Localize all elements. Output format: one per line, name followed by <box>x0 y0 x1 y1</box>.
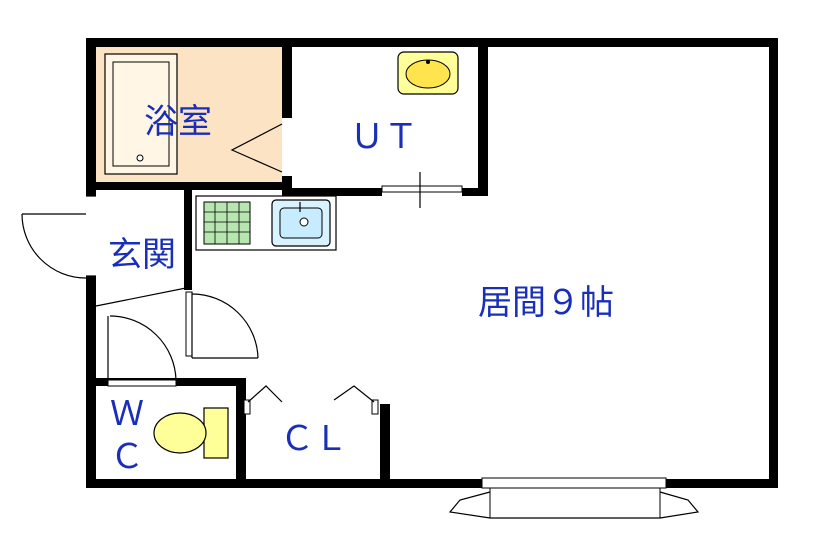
room-label-closet: ＣＬ <box>280 419 348 459</box>
bath-door-swing <box>230 123 283 173</box>
ut-sliding-door <box>381 172 463 208</box>
room-label-living: 居間９帖 <box>478 283 614 323</box>
room-label-toilet-w: Ｗ <box>110 394 144 434</box>
bottom-window <box>448 477 700 519</box>
kitchen-counter <box>195 195 337 251</box>
living-door <box>185 291 259 359</box>
entrance-door <box>21 195 96 279</box>
room-label-utility: ＵＴ <box>350 117 418 157</box>
entrance-step-line <box>95 287 187 307</box>
bathtub <box>104 53 178 175</box>
washbasin <box>397 51 459 95</box>
closet-doors <box>243 385 379 415</box>
room-label-bath: 浴室 <box>144 102 212 142</box>
room-label-toilet-c: Ｃ <box>110 437 144 477</box>
toilet-fixture <box>153 407 229 459</box>
room-label-entrance: 玄関 <box>108 235 176 275</box>
toilet-door <box>107 315 177 387</box>
